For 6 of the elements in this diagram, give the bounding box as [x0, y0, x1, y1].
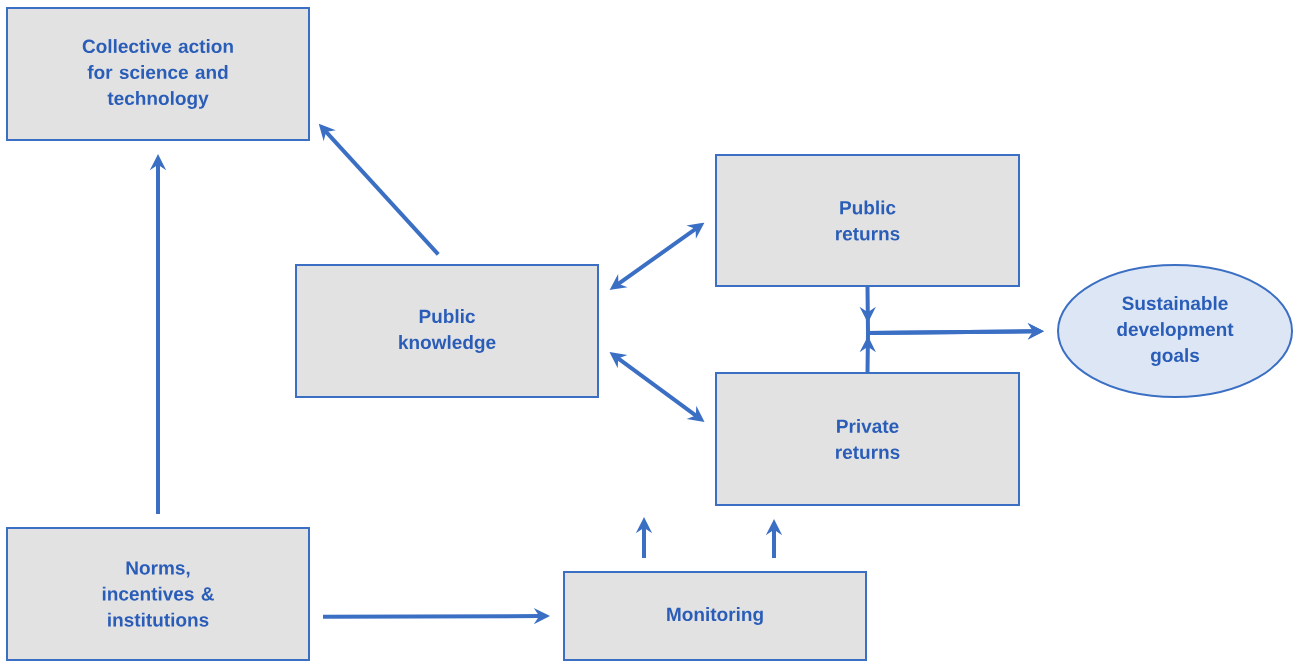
process-box: Private returns	[715, 372, 1020, 506]
process-box: Norms, incentives & institutions	[6, 527, 310, 661]
process-box: Public returns	[715, 154, 1020, 287]
process-box: Collective action for science and technology	[6, 7, 310, 141]
process-box: Monitoring	[563, 571, 867, 661]
process-box: Public knowledge	[295, 264, 599, 398]
